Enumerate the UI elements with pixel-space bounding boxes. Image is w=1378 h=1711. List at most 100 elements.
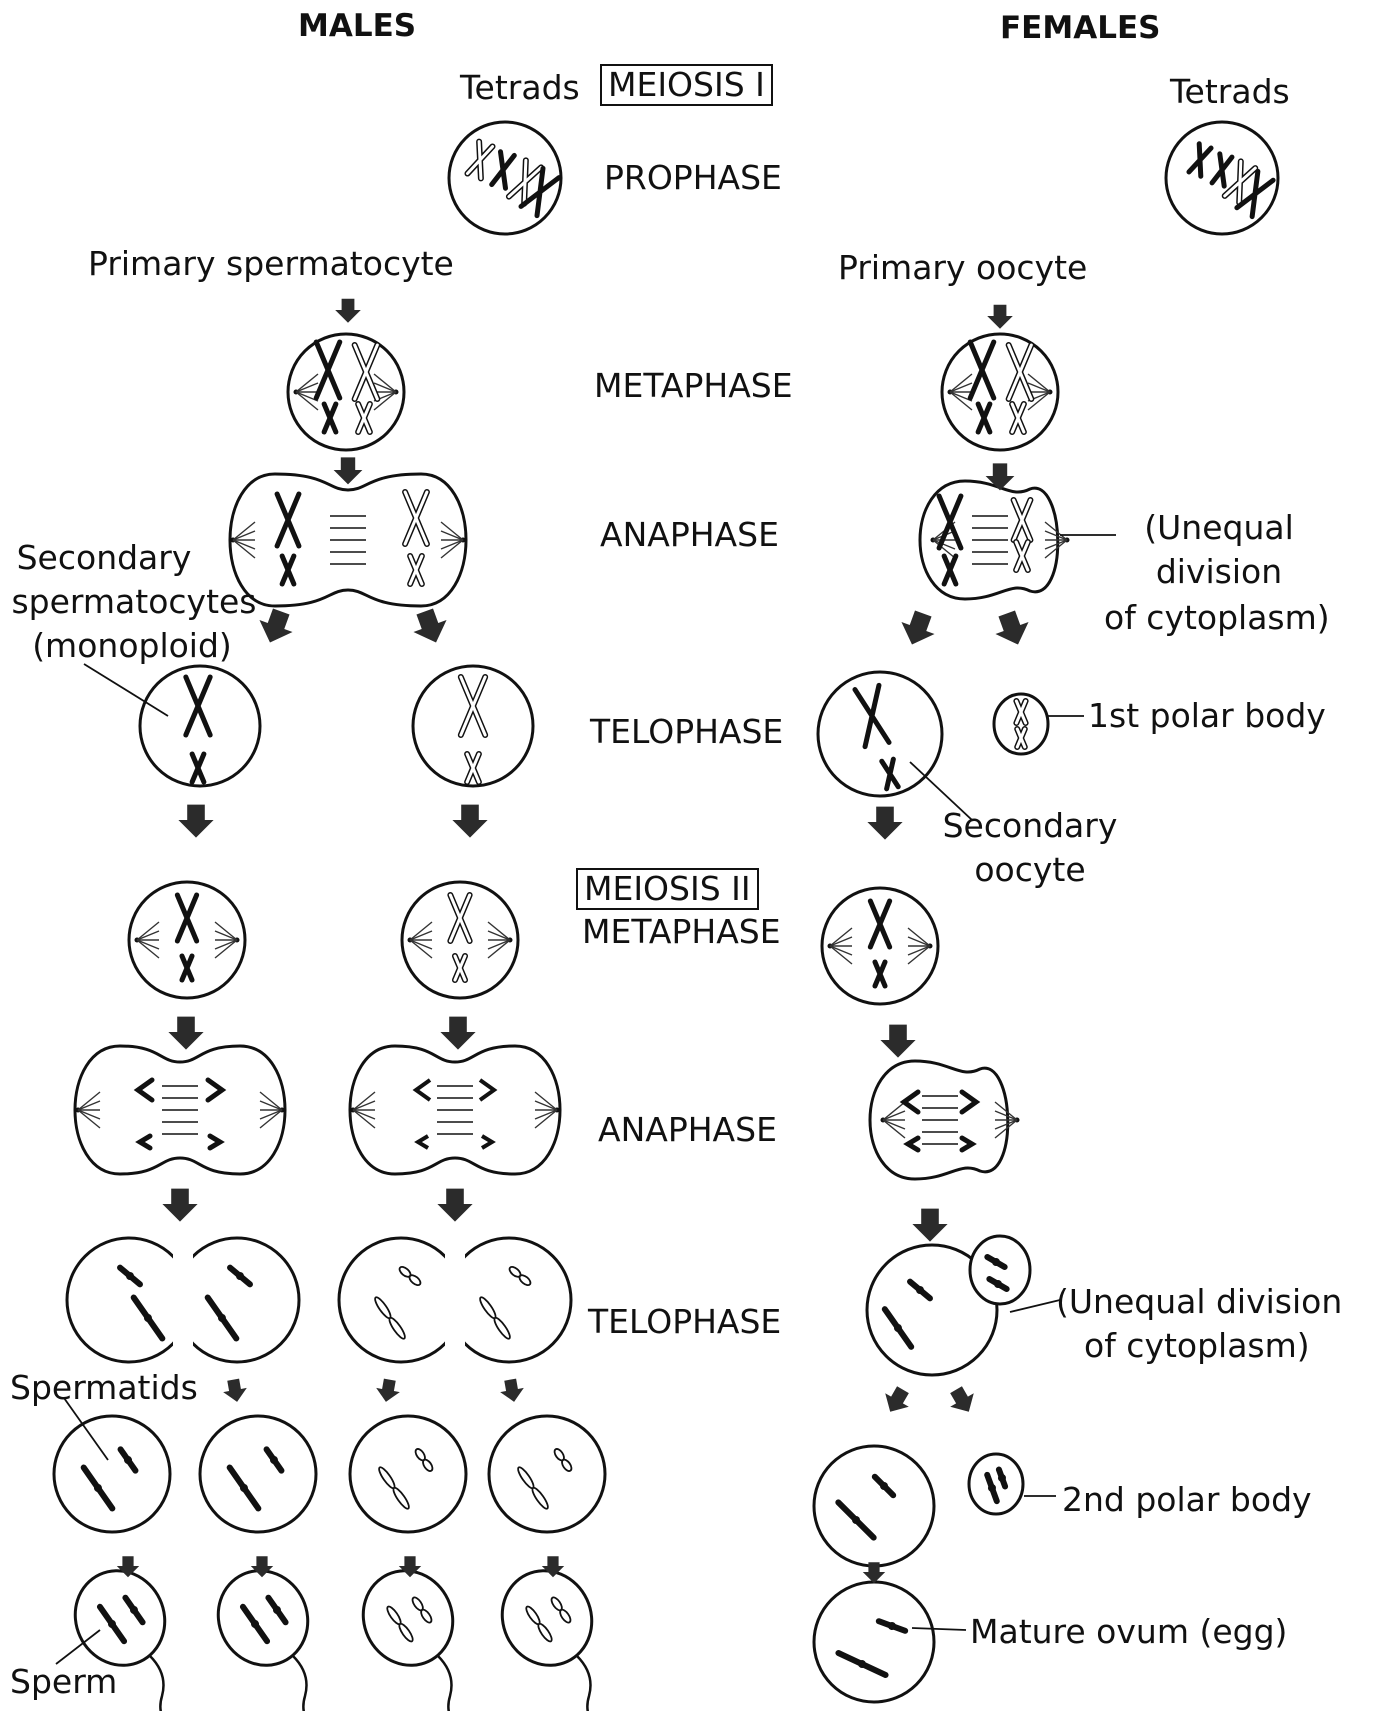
leader-unequal-division-2 xyxy=(1010,1300,1060,1312)
unequal-division-2-line-2: of cytoplasm) xyxy=(1084,1326,1310,1365)
arrow-shape xyxy=(221,1378,249,1404)
arrow-female-telo1 xyxy=(867,807,902,840)
mature-ovum-cell xyxy=(814,1582,934,1702)
cell-membrane xyxy=(814,1582,934,1702)
primary-oocyte-label: Primary oocyte xyxy=(838,248,1087,287)
first-polar-body-label: 1st polar body xyxy=(1088,696,1326,735)
arrow-shape xyxy=(987,305,1013,329)
male-prophase-cell xyxy=(449,122,561,234)
female-prophase-cell xyxy=(1166,122,1278,234)
arrow-male-ana2-b xyxy=(437,1189,472,1222)
primary-spermatocyte-label: Primary spermatocyte xyxy=(88,244,454,283)
female-anaphase-2-cell xyxy=(870,1061,1020,1179)
arrow-primary-spermatocyte xyxy=(335,299,361,323)
cell-membrane xyxy=(489,1416,605,1532)
secondary-spermatocytes-label-2: spermatocytes xyxy=(8,582,260,621)
arrow-shape xyxy=(990,608,1034,651)
arrow-shape xyxy=(335,299,361,323)
sperm-tail xyxy=(293,1656,315,1711)
ootid-cell xyxy=(814,1446,934,1566)
cell-membrane xyxy=(175,1238,299,1362)
spermatid-cell-4 xyxy=(489,1416,605,1532)
spermatid-cell-1 xyxy=(54,1416,170,1532)
female-metaphase-2-cell xyxy=(822,888,938,1004)
spermatid-cell-3 xyxy=(350,1416,466,1532)
arrow-shape xyxy=(253,606,297,649)
arrow-shape xyxy=(162,1189,197,1222)
arrow-male-ana-telo-right xyxy=(408,606,452,649)
sperm-head xyxy=(487,1556,607,1680)
male-telophase-2-cell-b xyxy=(339,1238,571,1362)
stage-anaphase-1: ANAPHASE xyxy=(600,515,779,554)
arrow-female-meta2 xyxy=(880,1025,915,1058)
male-telophase-1-cell-a xyxy=(140,666,260,786)
male-telophase-1-cell-b xyxy=(413,666,533,786)
sperm-tail xyxy=(438,1656,460,1711)
cell-membrane xyxy=(814,1446,934,1566)
arrow-spermatid-3 xyxy=(498,1378,526,1404)
arrow-male-meta2-b xyxy=(440,1017,475,1050)
secondary-spermatocytes-label-3: (monoploid) xyxy=(22,626,242,665)
arrow-male-meta2-a xyxy=(168,1017,203,1050)
second-polar-body-label: 2nd polar body xyxy=(1062,1480,1312,1519)
arrow-female-ana2 xyxy=(912,1209,947,1242)
arrow-male-ana2-a xyxy=(162,1189,197,1222)
mature-ovum-label: Mature ovum (egg) xyxy=(970,1612,1287,1651)
arrow-shape xyxy=(880,1025,915,1058)
second-polar-body-cell xyxy=(969,1454,1023,1514)
arrow-female-ana-telo-left xyxy=(895,608,939,651)
stage-metaphase-2: METAPHASE xyxy=(582,912,781,951)
cell-membrane xyxy=(54,1416,170,1532)
arrow-shape xyxy=(498,1378,526,1404)
sperm-cell-4 xyxy=(487,1556,607,1711)
polar-bud xyxy=(970,1236,1030,1304)
chromosome xyxy=(1016,701,1025,723)
arrow-shape xyxy=(334,457,363,484)
arrow-primary-oocyte xyxy=(987,305,1013,329)
arrow-spermatid-1 xyxy=(221,1378,249,1404)
cell-membrane xyxy=(339,1238,463,1362)
female-telophase-2-cell xyxy=(867,1236,1030,1375)
female-anaphase-1-cell xyxy=(920,481,1070,599)
stage-prophase: PROPHASE xyxy=(604,158,782,197)
cell-membrane xyxy=(67,1238,191,1362)
secondary-spermatocytes-label-1: Secondary xyxy=(14,538,194,577)
unequal-division-1-line-1: (Unequal xyxy=(1124,508,1314,547)
arrow-male-meta-ana xyxy=(334,457,363,484)
secondary-oocyte-label-1: Secondary xyxy=(930,806,1130,845)
male-telophase-2-cell-a xyxy=(67,1238,299,1362)
male-anaphase-1-cell xyxy=(230,474,466,606)
spermatids-label: Spermatids xyxy=(10,1368,198,1407)
male-tetrads-label: Tetrads xyxy=(460,68,580,107)
meiosis-2-box: MEIOSIS II xyxy=(576,868,759,910)
sperm-cell-2 xyxy=(203,1556,323,1711)
arrow-spermatid-2 xyxy=(374,1378,402,1404)
arrow-shape xyxy=(374,1378,402,1404)
cell-membrane xyxy=(350,1416,466,1532)
females-header: FEMALES xyxy=(1000,10,1160,46)
sperm-tail xyxy=(577,1656,599,1711)
arrow-shape xyxy=(878,1383,914,1419)
cell-membrane xyxy=(200,1416,316,1532)
arrow-shape xyxy=(867,807,902,840)
arrow-female-ana-telo-right xyxy=(990,608,1034,651)
sperm-tail xyxy=(150,1656,172,1711)
male-metaphase-2-cell-a xyxy=(129,882,245,998)
male-metaphase-1-cell xyxy=(288,334,404,450)
cell-membrane xyxy=(447,1238,571,1362)
spermatid-cell-2 xyxy=(200,1416,316,1532)
sperm-label: Sperm xyxy=(10,1662,117,1701)
female-tetrads-label: Tetrads xyxy=(1170,72,1290,111)
arrow-shape xyxy=(437,1189,472,1222)
stage-metaphase-1: METAPHASE xyxy=(594,366,793,405)
chromosome xyxy=(1017,729,1025,747)
male-anaphase-2-cell-a xyxy=(75,1046,285,1174)
arrow-male-ana-telo-left xyxy=(253,606,297,649)
arrow-shape xyxy=(944,1383,980,1419)
male-metaphase-2-cell-b xyxy=(402,882,518,998)
stage-anaphase-2: ANAPHASE xyxy=(598,1110,777,1149)
arrow-male-telo1-a xyxy=(178,805,213,838)
arrow-shape xyxy=(168,1017,203,1050)
meiosis-1-box: MEIOSIS I xyxy=(600,64,773,106)
stage-telophase-1: TELOPHASE xyxy=(590,712,783,751)
